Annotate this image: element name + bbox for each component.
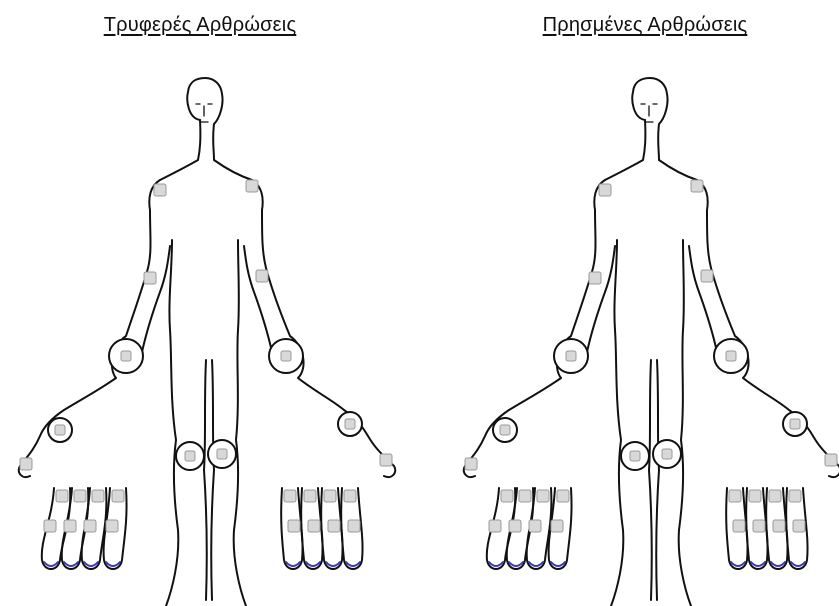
joint-pip-right-4[interactable] (773, 520, 785, 532)
joint-knee-left[interactable] (176, 442, 204, 470)
joint-mcp-right-4[interactable] (769, 490, 781, 502)
joint-thumb-ip-left[interactable] (48, 418, 72, 442)
joint-mcp-left-2[interactable] (501, 490, 513, 502)
joint-shoulder-left[interactable] (599, 184, 611, 196)
joint-thumb-tip-right[interactable] (380, 454, 392, 466)
joint-thumb-tip-left[interactable] (465, 458, 477, 470)
joint-pip-left-3[interactable] (64, 520, 76, 532)
joint-pip-right-5[interactable] (348, 520, 360, 532)
joint-pip-left-3[interactable] (509, 520, 521, 532)
joint-mcp-right-3[interactable] (304, 490, 316, 502)
joint-wrist-right[interactable] (714, 339, 748, 373)
joint-mcp-left-3[interactable] (519, 490, 531, 502)
joint-mcp-left-2[interactable] (56, 490, 68, 502)
body-diagram-swollen (445, 0, 839, 606)
joint-pip-left-5[interactable] (106, 520, 118, 532)
joint-shoulder-right[interactable] (246, 180, 258, 192)
joint-knee-right[interactable] (653, 440, 681, 468)
joint-pip-left-2[interactable] (489, 520, 501, 532)
joint-mcp-right-3[interactable] (749, 490, 761, 502)
body-diagram-tender (0, 0, 420, 606)
joint-pip-right-2[interactable] (733, 520, 745, 532)
joint-knee-right[interactable] (208, 440, 236, 468)
joint-thumb-tip-left[interactable] (20, 458, 32, 470)
joint-pip-right-5[interactable] (793, 520, 805, 532)
joint-mcp-left-4[interactable] (92, 490, 104, 502)
joint-elbow-left[interactable] (589, 272, 601, 284)
joint-wrist-right[interactable] (269, 339, 303, 373)
joint-pip-right-4[interactable] (328, 520, 340, 532)
joint-knee-left[interactable] (621, 442, 649, 470)
joint-thumb-ip-right[interactable] (783, 412, 807, 436)
joint-mcp-left-5[interactable] (112, 490, 124, 502)
joint-mcp-right-2[interactable] (284, 490, 296, 502)
joint-mcp-left-3[interactable] (74, 490, 86, 502)
joint-pip-left-5[interactable] (551, 520, 563, 532)
joint-pip-left-4[interactable] (84, 520, 96, 532)
joint-elbow-left[interactable] (144, 272, 156, 284)
joint-thumb-ip-right[interactable] (338, 412, 362, 436)
panel-swollen-joints: Πρησμένες Αρθρώσεις (445, 0, 839, 606)
panel-tender-joints: Τρυφερές Αρθρώσεις (0, 0, 420, 606)
joint-pip-left-4[interactable] (529, 520, 541, 532)
joint-elbow-right[interactable] (701, 270, 713, 282)
joint-mcp-left-4[interactable] (537, 490, 549, 502)
joint-mcp-left-5[interactable] (557, 490, 569, 502)
joint-mcp-right-4[interactable] (324, 490, 336, 502)
joint-pip-left-2[interactable] (44, 520, 56, 532)
joint-thumb-ip-left[interactable] (493, 418, 517, 442)
joint-mcp-right-2[interactable] (729, 490, 741, 502)
joint-wrist-left[interactable] (109, 339, 143, 373)
joint-pip-right-3[interactable] (753, 520, 765, 532)
joint-pip-right-3[interactable] (308, 520, 320, 532)
joint-mcp-right-5[interactable] (789, 490, 801, 502)
joint-elbow-right[interactable] (256, 270, 268, 282)
joint-shoulder-left[interactable] (154, 184, 166, 196)
joint-wrist-left[interactable] (554, 339, 588, 373)
joint-thumb-tip-right[interactable] (825, 454, 837, 466)
joint-mcp-right-5[interactable] (344, 490, 356, 502)
joint-pip-right-2[interactable] (288, 520, 300, 532)
joint-shoulder-right[interactable] (691, 180, 703, 192)
